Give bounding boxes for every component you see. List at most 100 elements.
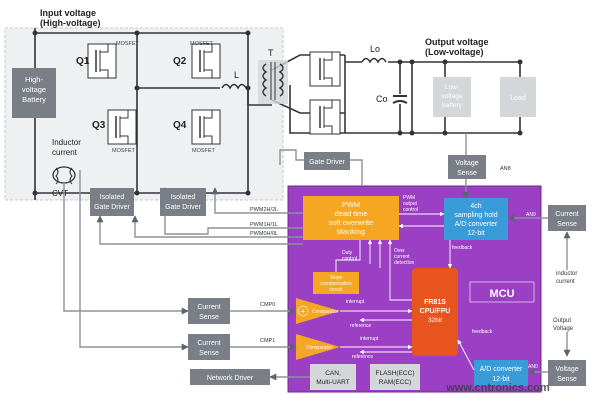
transformer-label: T xyxy=(268,48,274,58)
summing-node xyxy=(297,305,309,317)
gate-driver-block xyxy=(304,152,350,170)
input-voltage-label: Input voltage xyxy=(40,8,96,18)
cpu-label-2: CPU/FPU xyxy=(420,308,451,315)
slope-label-1: Slope xyxy=(330,275,343,281)
q3-mosfet-label: MOSFET xyxy=(112,148,136,154)
isolated-gate-driver-right-1: Isolated xyxy=(171,194,196,201)
cmp0-label: CMP0 xyxy=(260,302,275,308)
low-voltage-battery xyxy=(433,77,471,117)
can-label-2: Multi-UART xyxy=(316,379,349,386)
an0-label: AN0 xyxy=(528,364,538,370)
secondary-mosfet-top xyxy=(309,51,341,87)
pwm-output-control-2: output xyxy=(403,201,418,207)
can-uart-block xyxy=(310,364,356,390)
comparator-top xyxy=(296,298,340,324)
q3-label: Q3 xyxy=(92,120,106,131)
adc-top-label-4: 12-bit xyxy=(467,230,485,237)
inductor-l-label: L xyxy=(234,70,239,80)
adc-bottom-label-2: 12-bit xyxy=(492,376,510,383)
mosfet-q1: Q1 MOSFET xyxy=(76,41,140,79)
interrupt-bottom: interrupt xyxy=(360,336,379,342)
mosfet-q4: Q4 MOSFET xyxy=(173,109,221,154)
load-label: Load xyxy=(510,95,526,102)
pwm-output-control-1: PWM xyxy=(403,195,415,201)
adc-bottom-label-1: A/D converter xyxy=(480,366,523,373)
over-current-2: current xyxy=(394,254,410,260)
hv-battery-label-2: voltage xyxy=(22,85,46,94)
adc-top-label-2: sampling hold xyxy=(454,212,497,219)
current-sense-right xyxy=(548,205,586,231)
feedback-bottom: feedback xyxy=(472,329,493,335)
slope-label-2: compensation xyxy=(320,281,351,287)
output-voltage-right-2: Voltage xyxy=(553,326,574,332)
voltage-sense-top-2: Sense xyxy=(457,170,477,177)
q2-label: Q2 xyxy=(173,56,187,67)
isolated-gate-driver-left-2: Gate Driver xyxy=(94,204,130,211)
current-sense-left-top xyxy=(188,298,230,324)
output-voltage-sublabel: (Low-voltage) xyxy=(425,47,484,57)
cpu-label-1: FR81S xyxy=(424,299,446,306)
current-sense-left-bottom-2: Sense xyxy=(199,350,219,357)
duty-control-1: Duty xyxy=(342,250,353,256)
inductor-lo-label: Lo xyxy=(370,44,380,54)
voltage-sense-bottom-1: Voltage xyxy=(555,366,578,373)
network-driver-label: Network Driver xyxy=(207,375,254,382)
mcu-internal-wires xyxy=(335,211,475,371)
an8-label: AN8 xyxy=(500,166,511,172)
cvt-label: CVT xyxy=(52,189,68,198)
inductor-lo: Lo xyxy=(361,44,387,64)
lv-battery-label-3: battery xyxy=(442,102,463,109)
pwm-label-3: soft overwrite xyxy=(329,218,374,227)
pwm-label-1: PWM xyxy=(342,200,360,209)
q1-mosfet-label: MOSFET xyxy=(116,41,140,47)
voltage-sense-bottom xyxy=(548,360,586,386)
q4-mosfet-label: MOSFET xyxy=(192,148,216,154)
pwm-label-4: blanking xyxy=(337,227,365,236)
network-driver-block xyxy=(190,369,270,385)
flash-label-1: FLASH(ECC) xyxy=(375,370,414,377)
voltage-sense-bottom-2: Sense xyxy=(557,376,577,383)
flash-ram-block xyxy=(370,364,420,390)
q2-mosfet-label: MOSFET xyxy=(190,41,214,47)
q4-label: Q4 xyxy=(173,120,187,131)
load-block xyxy=(500,77,536,117)
watermark: www.cntronics.com xyxy=(445,382,550,394)
output-voltage-right-1: Output xyxy=(553,318,571,324)
can-label-1: CAN, xyxy=(325,370,341,377)
cmp1-label: CMP1 xyxy=(260,338,275,344)
inductor-l: L xyxy=(221,70,247,90)
isolated-gate-driver-left xyxy=(90,188,134,216)
mosfet-q3: Q3 MOSFET xyxy=(92,109,137,154)
q1-label: Q1 xyxy=(76,56,90,67)
inductor-current-right-1: inductor xyxy=(556,271,577,277)
slope-compensation-block xyxy=(313,272,359,294)
voltage-sense-top xyxy=(448,155,486,179)
cpu-block xyxy=(412,268,458,356)
slope-label-3: circuit xyxy=(329,287,343,293)
mosfet-q2: Q2 MOSFET xyxy=(173,41,221,79)
capacitor-co-label: Co xyxy=(376,94,388,104)
current-sense-left-bottom xyxy=(188,334,230,360)
input-voltage-sublabel: (High-voltage) xyxy=(40,18,101,28)
reference-top: reference xyxy=(350,323,371,329)
voltage-sense-top-1: Voltage xyxy=(455,160,478,167)
current-sense-right-1: Current xyxy=(555,211,578,218)
summing-node-plus: + xyxy=(301,307,306,316)
mcu-label-box xyxy=(469,281,535,303)
adc-top-label-3: A/D converter xyxy=(455,221,498,228)
over-current-3: detection xyxy=(394,260,415,266)
high-voltage-battery xyxy=(12,68,56,118)
secondary-mosfet-bottom xyxy=(309,99,341,135)
pwm-block xyxy=(303,196,399,240)
adc-top-block xyxy=(444,198,508,240)
current-sense-left-bottom-1: Current xyxy=(197,340,220,347)
reference-bottom: reference xyxy=(352,354,373,360)
junction-dots xyxy=(32,30,523,196)
transformer-t: T xyxy=(258,48,288,104)
adc-top-label-1: 4ch xyxy=(470,203,481,210)
mcu-label: MCU xyxy=(489,288,514,300)
inductor-current-label-1: Inductor xyxy=(52,138,81,147)
current-sense-left-top-1: Current xyxy=(197,304,220,311)
comparator-bottom-label: Comparator xyxy=(306,345,333,351)
